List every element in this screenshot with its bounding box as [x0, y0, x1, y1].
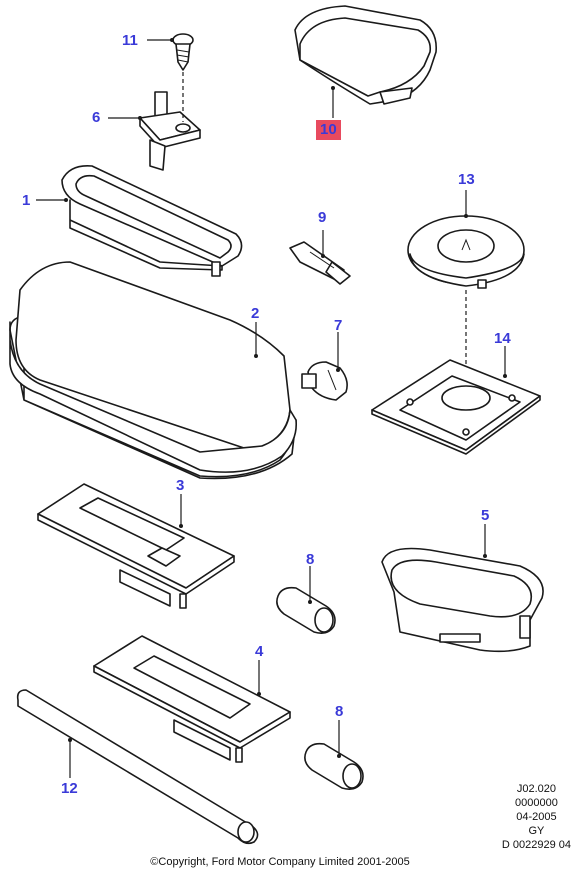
callout-6: 6: [92, 109, 101, 126]
callout-4: 4: [255, 643, 264, 660]
copyright-notice: ©Copyright, Ford Motor Company Limited 2…: [150, 856, 410, 868]
part-3-switch-lamp: [37, 483, 235, 609]
callout-8-lower: 8: [335, 703, 344, 720]
drawing-code-line-4: GY: [528, 825, 545, 837]
callout-5: 5: [481, 507, 490, 524]
callout-3: 3: [176, 477, 185, 494]
part-2-lens-cover: [9, 261, 298, 480]
part-11-screw: [147, 33, 194, 71]
callout-10-highlighted: 10: [316, 120, 341, 140]
callout-12: 12: [61, 780, 78, 797]
callout-14: 14: [494, 330, 511, 347]
callout-13: 13: [458, 171, 475, 188]
part-1-lamp-housing: [36, 164, 243, 277]
callout-11: 11: [122, 32, 138, 49]
part-6-switch: [108, 72, 201, 171]
part-14-mounting-plate: [371, 346, 541, 455]
part-13-retaining-ring: [407, 190, 525, 289]
part-8-bulb-lower: [304, 720, 364, 790]
callout-7: 7: [334, 317, 343, 334]
callout-9: 9: [318, 209, 327, 226]
part-7-wedge-bulb: [301, 332, 348, 401]
drawing-code-line-1: J02.020: [516, 783, 557, 795]
callout-2: 2: [251, 305, 260, 322]
drawing-code-block: J02.020 0000000 04-2005 GY D 0022929 04: [502, 782, 571, 852]
part-5-oval-lamp: [381, 524, 544, 653]
part-8-bulb-upper: [276, 566, 336, 634]
drawing-code-line-2: 0000000: [515, 797, 558, 809]
part-9-festoon-bulb: [289, 230, 351, 285]
part-12-tube: [16, 689, 259, 845]
drawing-code-line-5: D 0022929 04: [501, 839, 571, 851]
callout-1: 1: [22, 192, 31, 209]
callout-8-upper: 8: [306, 551, 315, 568]
drawing-code-line-3: 04-2005: [516, 811, 557, 823]
part-4-lamp: [93, 635, 291, 763]
part-10-lens: [294, 5, 437, 118]
